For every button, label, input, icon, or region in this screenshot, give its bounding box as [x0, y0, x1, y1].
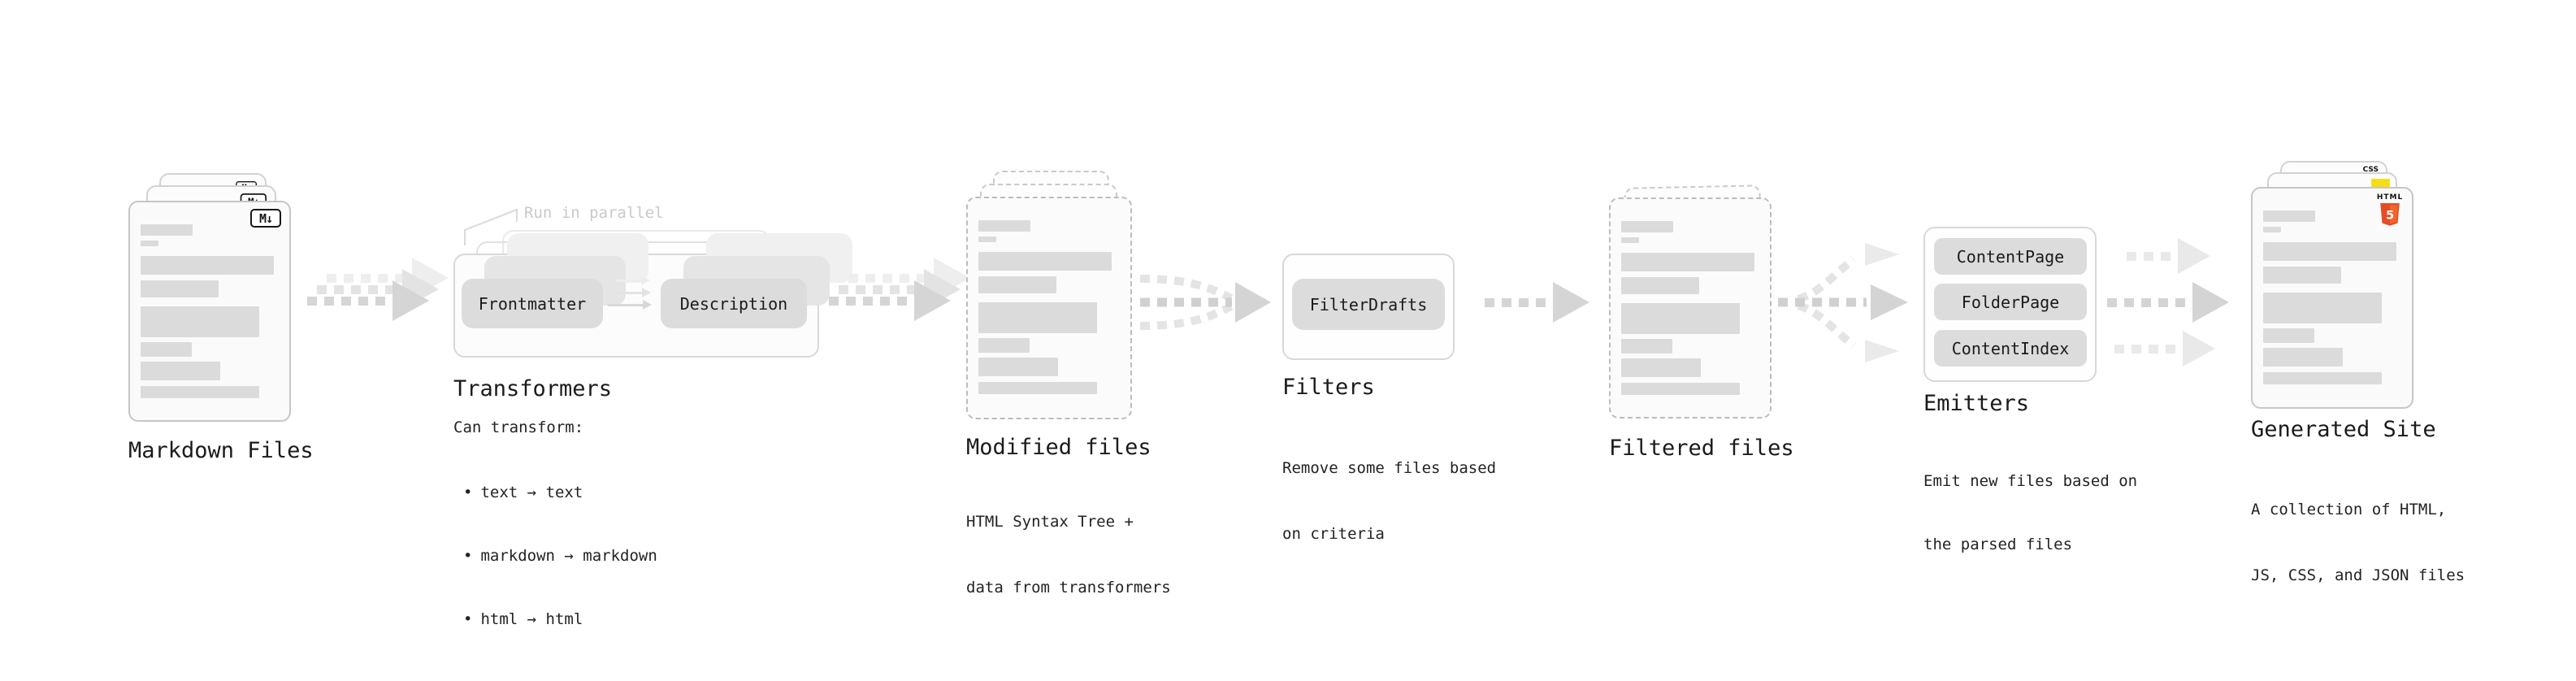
bullet-item: •markdown → markdown [463, 547, 657, 565]
note-leader-line [464, 208, 518, 245]
modified-files-label: Modified files [966, 435, 1151, 460]
document-skeleton [2263, 210, 2396, 384]
transformers-bullets: •text → text •markdown → markdown •html … [453, 440, 657, 672]
generated-site-label: Generated Site [2251, 417, 2436, 442]
document-skeleton [141, 224, 274, 398]
folderpage-pill: FolderPage [1934, 284, 2087, 320]
transformers-title: Transformers [453, 376, 613, 401]
generated-html-card: HTML 5 [2251, 187, 2413, 409]
arrow-markdown-to-transformers [307, 280, 429, 321]
document-skeleton [1621, 221, 1754, 395]
arrow-modified-to-filters [1139, 275, 1271, 330]
html5-icon: HTML 5 [2376, 193, 2404, 227]
bullet-item: •text → text [463, 484, 583, 501]
transformers-caption-heading: Can transform: [453, 419, 584, 436]
svg-text:5: 5 [2386, 209, 2394, 223]
arrow-filters-to-filtered [1485, 282, 1589, 323]
markdown-icon: M↓ [250, 209, 281, 228]
description-pill: Description [661, 279, 807, 328]
mini-arrow-icon [608, 300, 652, 310]
mini-arrow-icon [616, 275, 650, 285]
markdown-file-card: M↓ [128, 201, 291, 422]
filtered-files-label: Filtered files [1609, 436, 1794, 461]
arrow-emitter-top [2127, 238, 2210, 274]
filters-title: Filters [1282, 375, 1375, 400]
emitters-title: Emitters [1923, 391, 2030, 416]
frontmatter-pill: Frontmatter [462, 279, 603, 328]
filterdrafts-pill: FilterDrafts [1292, 279, 1445, 330]
contentpage-pill: ContentPage [1934, 238, 2087, 275]
filters-caption: Remove some files based on criteria [1282, 459, 1497, 543]
arrow-transformers-to-modified [829, 280, 951, 321]
modified-files-caption: HTML Syntax Tree + data from transformer… [966, 513, 1171, 596]
arrow-emitter-bottom [2114, 331, 2215, 367]
arrow-filtered-to-emitters [1778, 243, 1908, 362]
bullet-item: •html → html [463, 610, 583, 628]
arrow-emitter-mid [2107, 282, 2229, 323]
emitters-caption: Emit new files based on the parsed files [1923, 472, 2138, 553]
modified-file-card [966, 197, 1132, 419]
js-icon [2371, 179, 2390, 189]
filtered-file-card [1609, 197, 1772, 419]
mini-arrow-icon [612, 288, 651, 297]
contentindex-pill: ContentIndex [1934, 330, 2087, 367]
markdown-files-label: Markdown Files [128, 438, 314, 463]
run-in-parallel-note: Run in parallel [524, 204, 664, 222]
generated-site-caption: A collection of HTML, JS, CSS, and JSON … [2251, 501, 2465, 584]
document-skeleton [978, 220, 1112, 394]
